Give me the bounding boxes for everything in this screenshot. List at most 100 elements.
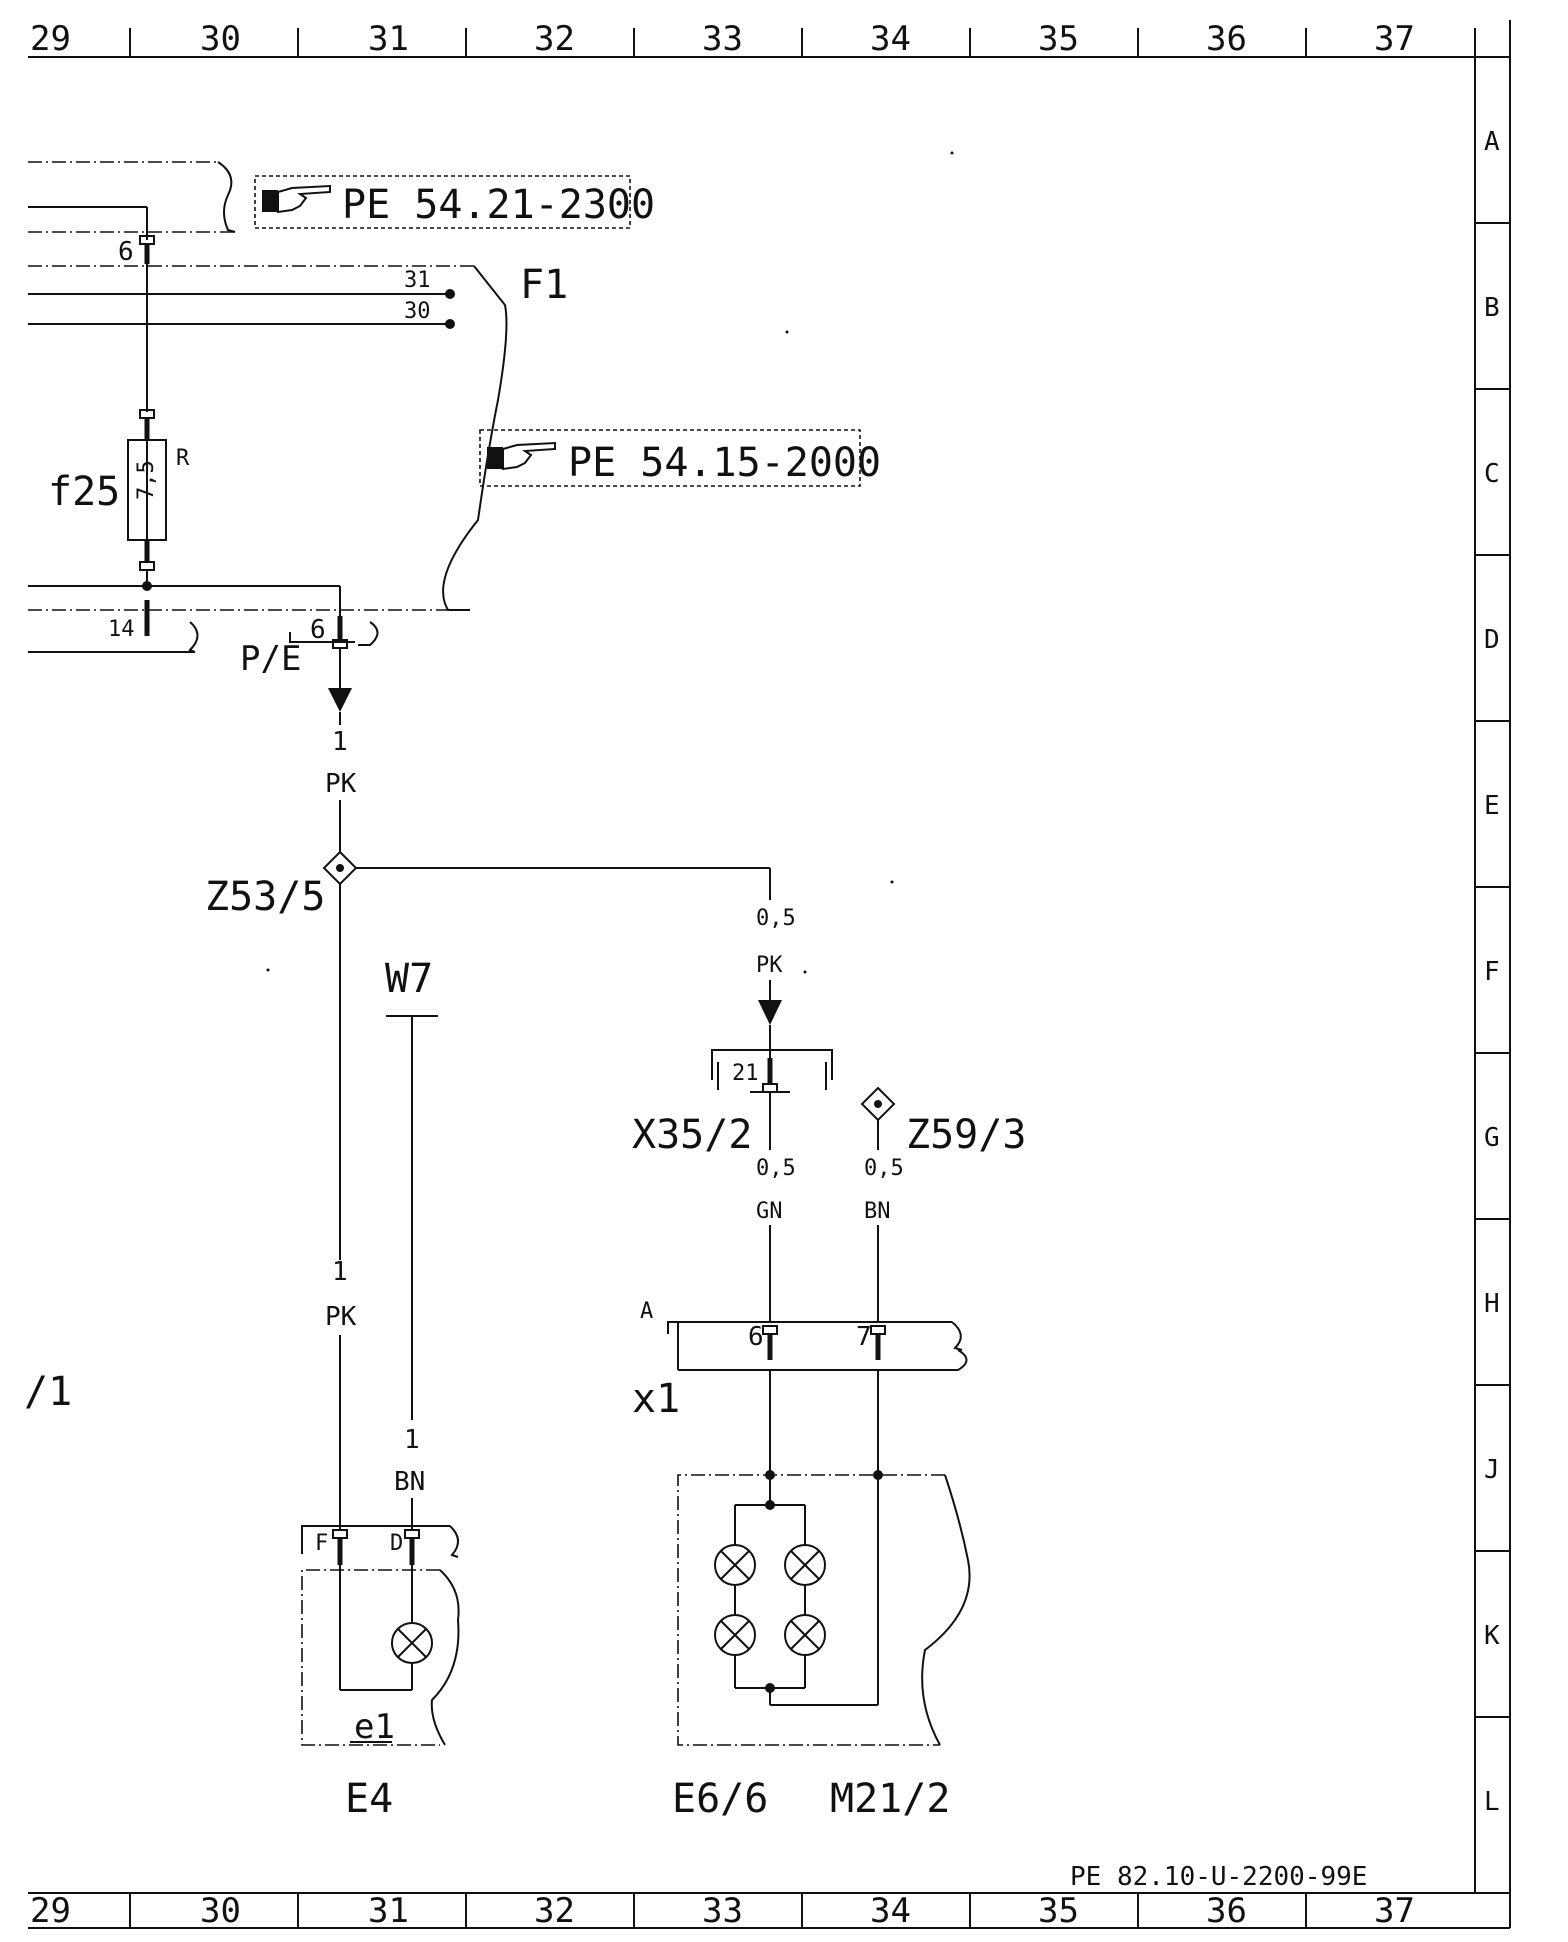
col-label: 30 [200, 1891, 241, 1931]
reference-top: PE 54.21-2300 [254, 175, 655, 229]
top-harness [28, 161, 236, 240]
f1-lines: 31 30 F1 [28, 262, 568, 611]
fuse-rating: 7,5 [134, 460, 159, 500]
col-label: 31 [368, 1891, 409, 1931]
pin-6-top: 6 [118, 235, 155, 267]
hand-pointer-icon [262, 184, 331, 214]
fuse-label: f25 [48, 469, 120, 515]
wire-size: 1 [332, 727, 348, 757]
row-label: L [1484, 1787, 1500, 1817]
pin-label: 21 [732, 1061, 759, 1086]
col-label: 36 [1206, 1891, 1247, 1931]
pin-label: 6 [748, 1322, 764, 1352]
col-label: 29 [30, 1891, 71, 1931]
z59-label: Z59/3 [906, 1112, 1026, 1158]
splice-z53: Z53/5 [205, 850, 771, 1260]
reference-mid-text: PE 54.15-2000 [568, 440, 881, 486]
lamp-icon [391, 1622, 433, 1664]
wire-size: 1 [404, 1425, 420, 1455]
wire-color: BN [394, 1467, 425, 1497]
row-label: F [1484, 957, 1500, 987]
wire-to-x35: 0,5 PK [756, 906, 796, 1058]
lamp-icon [784, 1544, 826, 1586]
connector-x35: 21 X35/2 0,5 GN [632, 1049, 833, 1322]
wire-color: GN [756, 1199, 783, 1224]
hand-pointer-icon [487, 441, 556, 471]
pin-label: 6 [118, 237, 134, 267]
lamp-block-e4: F D e1 E4 [301, 1525, 460, 1822]
row-labels: A B C D E F G H J K L [1484, 127, 1500, 1817]
reference-mid: PE 54.15-2000 [479, 429, 881, 487]
wire-color: BN [864, 1199, 891, 1224]
doc-code: PE 82.10-U-2200-99E [1070, 1862, 1367, 1892]
w7-label: W7 [385, 956, 433, 1002]
x1-label: x1 [632, 1376, 680, 1422]
x35-label: X35/2 [632, 1112, 752, 1158]
pin-label: D [390, 1531, 403, 1556]
col-label: 37 [1374, 19, 1415, 59]
row-label: J [1484, 1455, 1500, 1485]
row-label: C [1484, 459, 1500, 489]
wire-size: 0,5 [756, 906, 796, 931]
column-ticks [129, 20, 1511, 1928]
ground-w7: W7 1 BN [385, 956, 438, 1530]
col-label: 31 [368, 19, 409, 59]
e1-label: e1 [354, 1707, 395, 1747]
pin-label: 6 [310, 615, 326, 645]
col-label: 33 [702, 19, 743, 59]
row-label: E [1484, 791, 1500, 821]
wire-color: PK [756, 953, 783, 978]
wire-size: 0,5 [756, 1156, 796, 1181]
connector-x1: A 6 7 x1 [632, 1299, 968, 1422]
row-label: G [1484, 1123, 1500, 1153]
frame [28, 56, 1511, 1929]
col-label: 35 [1038, 1891, 1079, 1931]
pe-connector: 6 P/E [240, 586, 379, 712]
col-label: 34 [870, 1891, 911, 1931]
col-label: 33 [702, 1891, 743, 1931]
reference-top-text: PE 54.21-2300 [342, 182, 655, 228]
z53-label: Z53/5 [205, 874, 325, 920]
fuse-f25: 7,5 f25 R [48, 409, 190, 571]
col-label: 35 [1038, 19, 1079, 59]
lamp-icon [714, 1544, 756, 1586]
row-ticks [1475, 222, 1510, 1718]
left-edge-label: /1 [24, 1369, 72, 1415]
wire-size: 1 [332, 1257, 348, 1287]
col-label: 29 [30, 19, 71, 59]
col-label: 34 [870, 19, 911, 59]
fuse-r-label: R [176, 446, 190, 471]
col-label: 32 [534, 1891, 575, 1931]
e6-label: E6/6 [672, 1776, 768, 1822]
pin-label: 7 [856, 1322, 872, 1352]
row-label: B [1484, 293, 1500, 323]
m21-label: M21/2 [830, 1776, 950, 1822]
splice-z59: Z59/3 0,5 BN [860, 1086, 1026, 1322]
row-label: H [1484, 1289, 1500, 1319]
lamp-icon [714, 1614, 756, 1656]
pin-label: 30 [404, 299, 431, 324]
col-label: 37 [1374, 1891, 1415, 1931]
wire-pe-to-z53: 1 PK [325, 712, 357, 852]
row-label: D [1484, 625, 1500, 655]
pin-label: F [315, 1531, 328, 1556]
pin-label: 14 [108, 617, 135, 642]
pe-label: P/E [240, 639, 301, 679]
wire-color: PK [325, 1302, 357, 1332]
f1-label: F1 [520, 262, 568, 308]
lamp-icon [784, 1614, 826, 1656]
row-label: K [1484, 1621, 1500, 1651]
col-label: 30 [200, 19, 241, 59]
e4-label: E4 [345, 1776, 393, 1822]
pin-label: 31 [404, 268, 431, 293]
x1-a-label: A [640, 1299, 653, 1324]
col-label: 36 [1206, 19, 1247, 59]
bus-d: 14 [28, 570, 470, 653]
lamp-block-e6: E6/6 M21/2 [672, 1370, 971, 1822]
column-labels-top: 29 30 31 32 33 34 35 36 37 [30, 19, 1415, 59]
wire-size: 0,5 [864, 1156, 904, 1181]
column-labels-bottom: 29 30 31 32 33 34 35 36 37 [30, 1891, 1415, 1931]
wire-to-e4: 1 PK [325, 1257, 357, 1530]
specks [266, 151, 954, 974]
